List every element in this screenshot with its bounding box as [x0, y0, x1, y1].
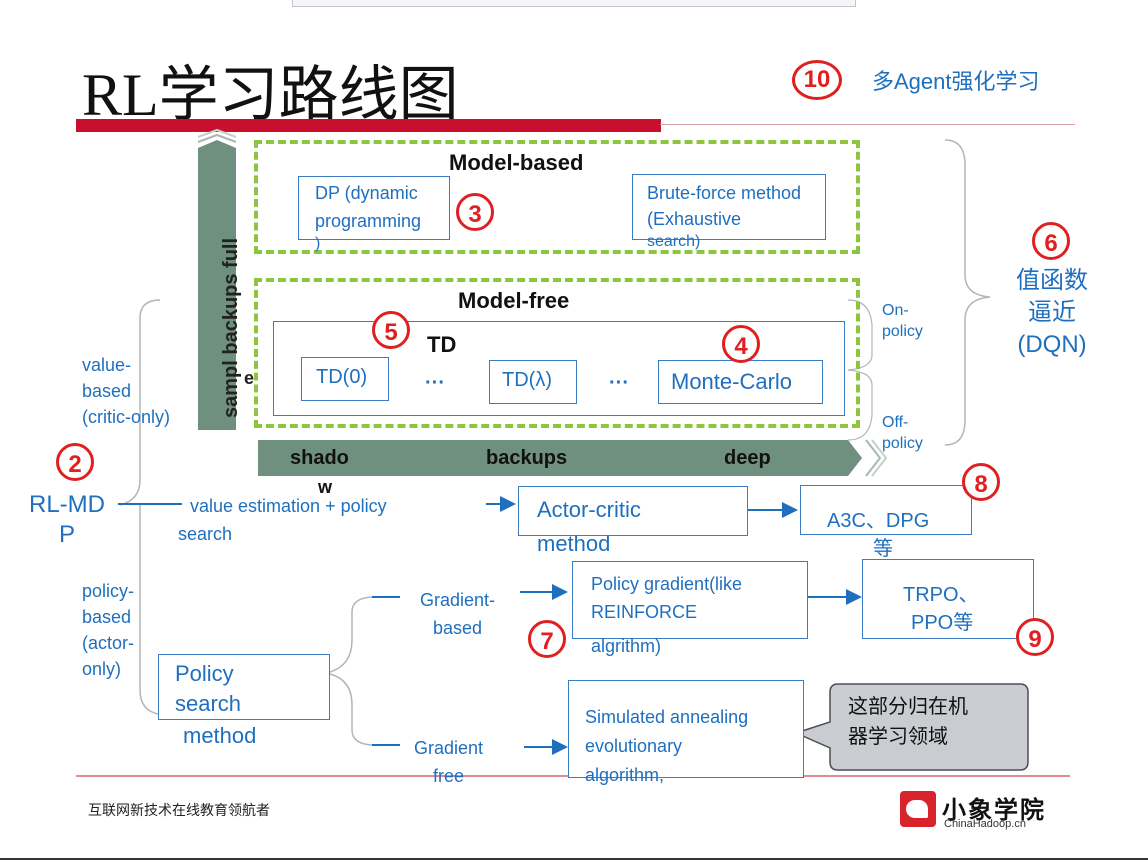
policy-gradient-box: Policy gradient(like REINFORCE algrithm) [572, 561, 808, 656]
title-red-bar [76, 119, 661, 132]
simulated-annealing-box: Simulated annealing evolutionary algorit… [568, 680, 804, 785]
value-approx-brace [944, 139, 991, 446]
footer-slogan: 互联网新技术在线教育领航者 [88, 802, 270, 818]
callout-text: 这部分归在机器学习领域 [848, 696, 968, 748]
dp-box: DP (dynamic programming ) [298, 176, 450, 252]
horizontal-axis-shallow: shado [290, 447, 349, 469]
badge-2: 2 [56, 443, 94, 481]
td-lambda-box: TD(λ) [489, 360, 577, 404]
on-policy-label: On-policy [882, 302, 923, 340]
badge-4: 4 [722, 325, 760, 363]
policy-based-label: policy-based(actor-only) [82, 581, 135, 679]
value-approx-label: 值函数逼近(DQN) [1016, 267, 1088, 358]
gradient-based-label: Gradient-based [420, 590, 496, 638]
td-dots-1: ··· [425, 372, 445, 394]
vertical-axis-extra: e [244, 368, 255, 388]
model-free-frame [254, 278, 860, 428]
horizontal-axis-backups: backups [486, 447, 568, 469]
td-title: TD [427, 332, 457, 357]
vertical-axis-arrow [198, 140, 236, 430]
model-free-title: Model-free [458, 288, 570, 313]
a3c-box: A3C、DPG 等 [800, 485, 972, 560]
badge-3: 3 [456, 193, 494, 231]
badge-9: 9 [1016, 618, 1054, 656]
logo-cn: 小象学院 [942, 797, 1046, 824]
top-toolbar-strip [292, 0, 856, 7]
slide-title: RL学习路线图 [82, 62, 459, 128]
on-off-policy-brace [847, 299, 873, 441]
badge-10: 10 [792, 60, 842, 100]
value-based-brace [119, 299, 161, 506]
model-based-frame [254, 140, 860, 254]
vertical-axis-label: sampl backups full [220, 237, 242, 418]
trpo-box: TRPO、 PPO等 [862, 559, 1034, 639]
td-dots-2: ··· [609, 372, 629, 394]
logo-en: ChinaHadoop.cn [944, 818, 1026, 830]
logo-icon-mark [906, 800, 928, 818]
multi-agent-label: 多Agent强化学习 [872, 69, 1040, 94]
off-policy-label: Off-policy [882, 414, 923, 452]
badge-6: 6 [1032, 222, 1070, 260]
bottom-border [0, 858, 1148, 860]
monte-carlo-box: Monte-Carlo [658, 360, 823, 404]
horizontal-axis-extra: w [318, 477, 333, 497]
horizontal-axis-arrow [258, 440, 862, 476]
badge-8: 8 [962, 463, 1000, 501]
badge-5: 5 [372, 311, 410, 349]
badge-7: 7 [528, 620, 566, 658]
callout-bubble [793, 683, 1029, 771]
title-rule [660, 124, 1075, 125]
brute-force-box: Brute-force method (Exhaustive search) [632, 174, 826, 250]
model-based-title: Model-based [449, 150, 584, 175]
td0-box: TD(0) [301, 357, 389, 401]
horizontal-axis-deep: deep [724, 447, 771, 469]
value-based-label: value-based(critic-only) [82, 355, 170, 427]
policy-search-box: Policy search method [158, 654, 330, 748]
actor-critic-box: Actor-critic method [518, 486, 748, 556]
